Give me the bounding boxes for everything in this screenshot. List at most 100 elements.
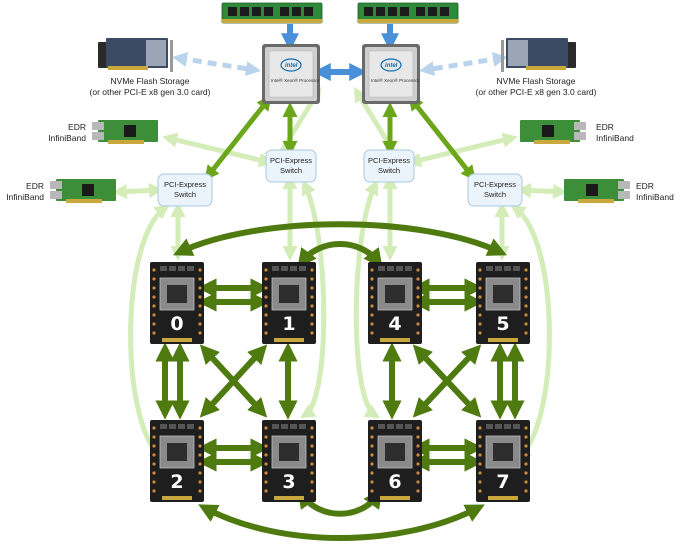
gpu-mem-chip	[387, 266, 394, 271]
gpu-mem-chip	[486, 424, 493, 429]
gpu-pad	[198, 268, 202, 272]
gpu-mem-chip	[178, 266, 185, 271]
gpu-pad	[310, 304, 314, 308]
gpu-pad	[524, 489, 528, 493]
gpu-pad	[416, 304, 420, 308]
gpu-pad	[310, 295, 314, 299]
gpu-pad	[264, 435, 268, 439]
gpu-mem-chip	[160, 266, 167, 271]
gpu-number-label: 0	[170, 313, 183, 335]
nvme-label-line2: (or other PCI-E x8 gen 3.0 card)	[90, 87, 211, 97]
gpu-pad	[264, 471, 268, 475]
dimm-module-icon	[357, 2, 459, 24]
nvlink-links	[155, 221, 525, 541]
gpu-mem-chip	[405, 424, 412, 429]
gpu-pad	[152, 435, 156, 439]
gpu-pad	[524, 480, 528, 484]
gpu-pad	[524, 462, 528, 466]
infiniband-label-line1: EDR	[596, 122, 614, 132]
gpu-connector	[162, 338, 192, 342]
gpu-mem-chip	[299, 424, 306, 429]
gpu-pad	[478, 322, 482, 326]
dimm-module-icon	[221, 2, 323, 24]
gpu-pad	[416, 444, 420, 448]
gpu-pad	[152, 268, 156, 272]
gpu-pad	[310, 471, 314, 475]
gpu-pad	[524, 435, 528, 439]
intel-logo-icon	[280, 58, 302, 72]
gpu-pad	[310, 462, 314, 466]
gpu-number-label: 2	[170, 471, 183, 493]
gpu-pad	[310, 277, 314, 281]
cpu-0: intel Intel® Xeon® Processor	[262, 44, 320, 104]
infiniband-label-line2: InfiniBand	[6, 192, 44, 202]
gpu-pad	[478, 426, 482, 430]
gpu-die	[493, 443, 513, 461]
gpu-pad	[152, 489, 156, 493]
gpu-pad	[264, 480, 268, 484]
gpu-pad	[370, 286, 374, 290]
gpu-pad	[370, 304, 374, 308]
gpu-mem-chip	[187, 266, 194, 271]
gpu-number-label: 3	[282, 471, 295, 493]
gpu-pad	[416, 268, 420, 272]
gpu-pad	[416, 277, 420, 281]
pcie-switch-0: PCI-Express Switch	[157, 173, 213, 207]
gpu-mem-chip	[513, 424, 520, 429]
gpu-mem-chip	[378, 424, 385, 429]
intel-logo-icon	[380, 58, 402, 72]
nvme-card-icon	[98, 38, 173, 72]
gpu-module-0: 0	[150, 262, 204, 344]
gpu-die	[493, 285, 513, 303]
gpu-pad	[370, 295, 374, 299]
pcie-switch-2: PCI-Express Switch	[363, 149, 415, 183]
cpu-1: intel Intel® Xeon® Processor	[362, 44, 420, 104]
gpu-connector	[274, 496, 304, 500]
gpu-pad	[198, 444, 202, 448]
gpu-pad	[478, 489, 482, 493]
gpu-pad	[416, 286, 420, 290]
gpu-mem-chip	[405, 266, 412, 271]
gpu-mem-chip	[486, 266, 493, 271]
gpu-pad	[416, 453, 420, 457]
gpu-connector	[162, 496, 192, 500]
gpu-module-6: 6	[368, 420, 422, 502]
gpu-pad	[152, 471, 156, 475]
gpu-pad	[416, 471, 420, 475]
gpu-number-label: 7	[496, 471, 509, 493]
gpu-mem-chip	[169, 424, 176, 429]
gpu-module-1: 1	[262, 262, 316, 344]
gpu-mem-chip	[272, 424, 279, 429]
pcie-switch-1: PCI-Express Switch	[265, 149, 317, 183]
gpu-pad	[478, 295, 482, 299]
infiniband-card-icon	[564, 179, 630, 203]
gpu-pad	[524, 313, 528, 317]
gpu-pad	[310, 286, 314, 290]
gpu-pad	[198, 426, 202, 430]
gpu-pad	[478, 480, 482, 484]
gpu-pad	[310, 480, 314, 484]
gpu-pad	[152, 286, 156, 290]
infiniband-card-icon	[50, 179, 116, 203]
gpu-pad	[416, 426, 420, 430]
switch-label-line2: Switch	[378, 166, 400, 175]
gpu-connector	[488, 338, 518, 342]
gpu-number-label: 5	[496, 313, 509, 335]
gpu-pad	[478, 444, 482, 448]
gpu-mem-chip	[504, 424, 511, 429]
gpu-die	[167, 443, 187, 461]
gpu-pad	[524, 304, 528, 308]
gpu-number-label: 1	[282, 313, 295, 335]
nvme-card-icon	[501, 38, 576, 72]
gpu-pad	[264, 304, 268, 308]
gpu-module-5: 5	[476, 262, 530, 344]
gpu-pad	[310, 453, 314, 457]
gpu-pad	[310, 322, 314, 326]
gpu-pad	[198, 435, 202, 439]
gpu-mem-chip	[504, 266, 511, 271]
gpu-pad	[198, 286, 202, 290]
gpu-pad	[370, 489, 374, 493]
